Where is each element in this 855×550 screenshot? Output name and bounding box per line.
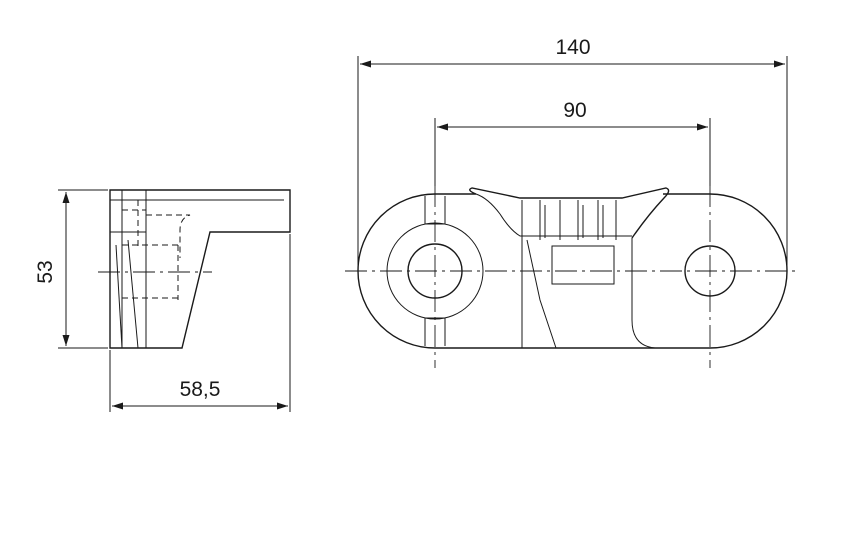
hole-spacing-label: 90	[563, 99, 586, 122]
depth-dimension: 58,5	[109, 234, 291, 412]
height-dimension-label: 53	[34, 260, 57, 283]
overall-length-label: 140	[555, 36, 590, 59]
side-view	[98, 189, 291, 349]
hole-spacing-dimension: 90	[434, 99, 711, 186]
depth-dimension-label: 58,5	[180, 378, 221, 401]
overall-length-dimension: 140	[357, 36, 788, 272]
height-dimension: 53	[34, 189, 108, 349]
top-view	[345, 185, 800, 368]
